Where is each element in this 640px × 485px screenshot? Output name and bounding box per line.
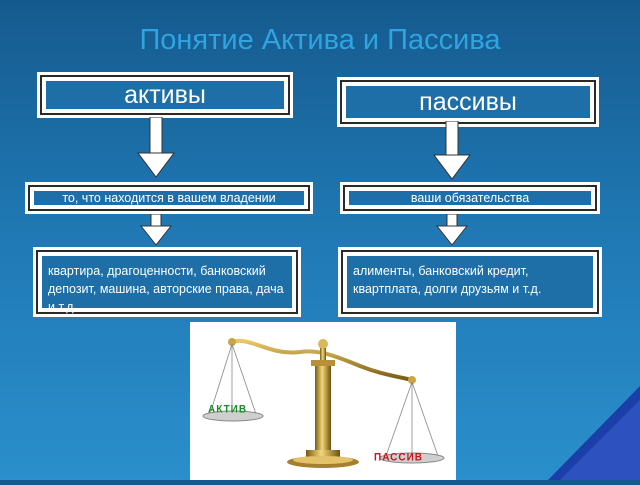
assets-definition-box: то, что находится в вашем владении bbox=[25, 182, 313, 214]
assets-examples-box: квартира, драгоценности, банковский депо… bbox=[33, 247, 301, 317]
liabilities-heading: пассивы bbox=[345, 85, 591, 119]
balance-scales-icon bbox=[202, 338, 445, 468]
assets-arrow-down-small-icon bbox=[140, 214, 172, 246]
assets-heading: активы bbox=[45, 80, 285, 110]
assets-arrow-down-icon bbox=[137, 117, 175, 178]
liabilities-arrow-down-icon bbox=[433, 121, 471, 180]
liabilities-examples: алименты, банковский кредит, квартплата,… bbox=[346, 255, 594, 309]
liabilities-definition: ваши обязательства bbox=[348, 190, 592, 206]
balance-scales-image: АКТИВ ПАССИВ bbox=[190, 322, 456, 480]
assets-definition: то, что находится в вашем владении bbox=[33, 190, 305, 206]
corner-decoration-icon bbox=[548, 386, 640, 480]
assets-heading-box: активы bbox=[37, 72, 293, 118]
assets-examples: квартира, драгоценности, банковский депо… bbox=[41, 255, 293, 314]
liabilities-definition-box: ваши обязательства bbox=[340, 182, 600, 214]
liabilities-heading-box: пассивы bbox=[337, 77, 599, 127]
page-title: Понятие Актива и Пассива bbox=[139, 24, 501, 56]
liabilities-examples-box: алименты, банковский кредит, квартплата,… bbox=[338, 247, 602, 317]
right-pan-label: ПАССИВ bbox=[374, 451, 424, 464]
left-pan-label: АКТИВ bbox=[208, 403, 248, 416]
liabilities-arrow-down-small-icon bbox=[436, 214, 468, 246]
